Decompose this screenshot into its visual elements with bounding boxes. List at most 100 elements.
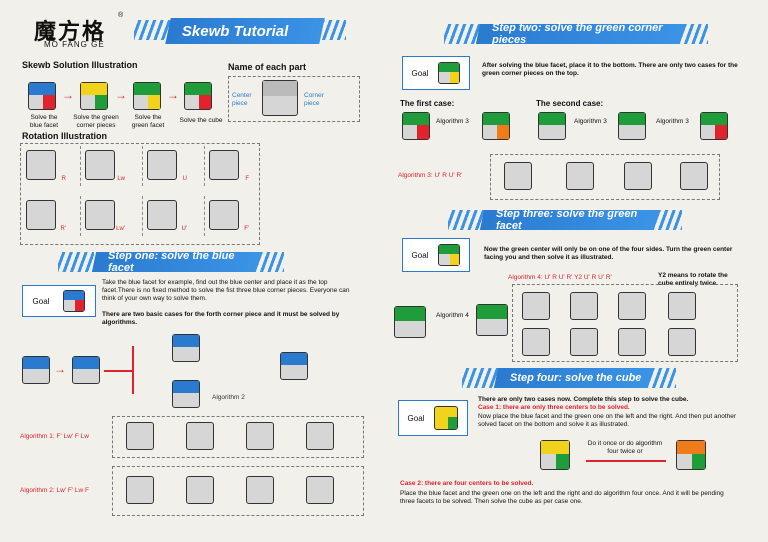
brand-logo: 魔方格 (34, 19, 107, 44)
cube-step1-start (22, 356, 50, 384)
step2-banner: Step two: solve the green corner pieces (475, 22, 685, 46)
cube-alg4-b (570, 292, 598, 320)
cube-alg4-a (522, 292, 550, 320)
rotation-label: Lw' (116, 226, 125, 232)
alg1-text: Algorithm 1: F' Lw' F Lw (20, 433, 89, 440)
step3-banner: Step three: solve the green facet (479, 208, 659, 232)
arrow-icon: → (115, 88, 127, 102)
cube-alg2-a (126, 476, 154, 504)
step-caption-3: Solve the green facet (131, 114, 165, 130)
case2-title: Case 2: there are four centers to be sol… (400, 480, 534, 487)
case2-text: Place the blue facet and the green one o… (400, 490, 724, 506)
rotation-label: R' (60, 226, 66, 232)
banner-stripes (640, 368, 676, 388)
step2-text: After solving the blue facet, place it t… (482, 62, 738, 78)
step4-text1: There are only two cases now. Complete t… (478, 396, 689, 403)
banner-stripes (672, 24, 708, 44)
step1-paragraph-bold: There are two basic cases for the forth … (102, 311, 340, 327)
title-banner: Skewb Tutorial (165, 18, 325, 44)
banner-stripes (58, 252, 94, 272)
cube-step3-result (476, 304, 508, 336)
cube-alg3-d (680, 162, 708, 190)
cube-alg3-a (504, 162, 532, 190)
banner-stripes (444, 24, 480, 44)
brand-reg: ® (118, 12, 124, 19)
cube-case1-result (482, 112, 510, 140)
case1-title: Case 1: there are only three centers to … (478, 404, 630, 411)
cube-case2-mid (618, 112, 646, 140)
cube-step2 (80, 82, 108, 110)
cube-case2 (538, 112, 566, 140)
rotation-label: F (245, 176, 249, 182)
title-stripes (134, 20, 170, 40)
banner-stripes (462, 368, 498, 388)
cube-alg4-h (668, 328, 696, 356)
cube-step1-mid (72, 356, 100, 384)
cube-alg4-g (618, 328, 646, 356)
do-once-text: Do it once or do algorithm four twice or (587, 440, 663, 456)
cube-alg3-b (566, 162, 594, 190)
rotation-cell-lw: Lw (80, 146, 127, 186)
rotation-label: U (182, 176, 187, 182)
alg4-text: Algorithm 4: U' R U' R' Y2 U' R U' R' (508, 274, 612, 281)
step4-banner: Step four: solve the cube (493, 368, 653, 388)
banner-stripes (248, 252, 284, 272)
cube-alg4-f (570, 328, 598, 356)
branch-line (104, 370, 132, 372)
cube-case1-start (540, 440, 570, 470)
algorithm3-label-3: Algorithm 3 (656, 118, 689, 125)
y2-note: Y2 means to rotate the cube entirely twi… (658, 272, 728, 288)
title-stripes-right (310, 20, 346, 40)
cube-alg2-c (246, 476, 274, 504)
alg2-text: Algorithm 2: Lw' F' Lw F (20, 487, 89, 494)
algorithm4-label: Algorithm 4 (436, 312, 469, 319)
step4-goal-box: Goal (398, 400, 468, 436)
first-case-label: The first case: (400, 99, 455, 108)
step1-paragraph: Take the blue facet for example, find ou… (102, 279, 350, 303)
rotation-label: Lw (117, 176, 125, 182)
arrow-icon: → (62, 88, 74, 102)
rotation-heading: Rotation Illustration (22, 131, 107, 141)
cube-step3-start (394, 306, 426, 338)
rotation-cell-u: U (142, 146, 189, 186)
cube-alg4-c (618, 292, 646, 320)
alg1-box (112, 416, 364, 458)
step-caption-1: Solve the blue facet (29, 114, 59, 130)
rotation-label: R (61, 176, 66, 182)
cube-alg1-b (186, 422, 214, 450)
algorithm2-label: Algorithm 2 (212, 394, 245, 401)
arrow-icon: → (54, 362, 66, 376)
cube-step1 (28, 82, 56, 110)
rotation-cell-f-prime: F' (204, 196, 251, 236)
branch-line-vertical (132, 346, 134, 394)
step2-goal-box: Goal (402, 56, 470, 90)
alg3-box (490, 154, 720, 200)
rotation-cell-r-prime: R' (22, 196, 68, 236)
cube-case-b (172, 380, 200, 408)
center-label: Center piece (232, 92, 252, 108)
parts-box (228, 76, 360, 122)
cube-alg1-c (246, 422, 274, 450)
algorithm3-label-2: Algorithm 3 (574, 118, 607, 125)
cube-alg4-d (668, 292, 696, 320)
step3-text: Now the green center will only be on one… (484, 246, 733, 262)
cube-case1-solved (676, 440, 706, 470)
banner-stripes (448, 210, 484, 230)
cube-step4 (184, 82, 212, 110)
second-case-label: The second case: (536, 99, 604, 108)
alg2-box (112, 466, 364, 516)
cube-step3 (133, 82, 161, 110)
cube-alg2-b (186, 476, 214, 504)
step1-goal-box: Goal (22, 285, 96, 317)
step-caption-4: Solve the cube (179, 117, 223, 124)
case1-text: Now place the blue facet and the green o… (478, 413, 737, 429)
page-title: Skewb Tutorial (182, 22, 289, 40)
arrow-icon: → (167, 88, 179, 102)
solution-heading: Skewb Solution Illustration (22, 60, 138, 70)
brand-sub: MO FANG GE (44, 40, 105, 49)
algorithm3-label-1: Algorithm 3 (436, 118, 469, 125)
step1-banner: Step one: solve the blue facet (91, 250, 261, 274)
cube-step1-goal (280, 352, 308, 380)
alg3-text: Algorithm 3: U' R U' R' (398, 172, 463, 179)
cube-parts (262, 80, 298, 116)
